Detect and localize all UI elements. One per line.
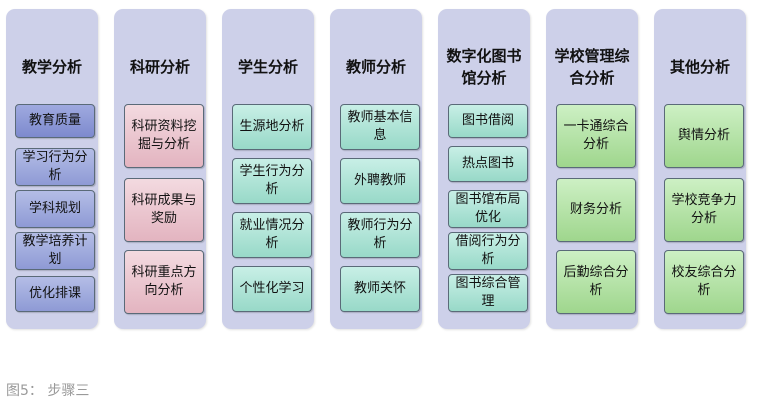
column-teaching: 教学分析 教育质量 学习行为分析 学科规划 教学培养计划 优化排课 — [6, 9, 98, 329]
item-box: 教师关怀 — [340, 266, 420, 312]
column-title: 学校管理综合分析 — [554, 47, 630, 87]
item-box: 科研资料挖掘与分析 — [124, 104, 204, 168]
item-box: 舆情分析 — [664, 104, 744, 168]
item-box: 就业情况分析 — [232, 212, 312, 258]
item-box: 后勤综合分析 — [556, 250, 636, 314]
item-box: 校友综合分析 — [664, 250, 744, 314]
item-box: 优化排课 — [15, 276, 95, 312]
item-box: 图书借阅 — [448, 104, 528, 138]
item-box: 个性化学习 — [232, 266, 312, 312]
column-title: 教学分析 — [21, 58, 82, 76]
item-box: 图书综合管理 — [448, 274, 528, 312]
column-student: 学生分析 生源地分析 学生行为分析 就业情况分析 个性化学习 — [222, 9, 314, 329]
item-box: 教师行为分析 — [340, 212, 420, 258]
column-management: 学校管理综合分析 一卡通综合分析 财务分析 后勤综合分析 — [546, 9, 638, 329]
column-other: 其他分析 舆情分析 学校竞争力分析 校友综合分析 — [654, 9, 746, 329]
item-box: 图书馆布局优化 — [448, 190, 528, 228]
item-box: 学生行为分析 — [232, 158, 312, 204]
column-title: 教师分析 — [345, 58, 406, 76]
item-box: 财务分析 — [556, 178, 636, 242]
item-box: 学校竞争力分析 — [664, 178, 744, 242]
item-box: 科研重点方向分析 — [124, 250, 204, 314]
item-box: 教学培养计划 — [15, 232, 95, 270]
column-title: 科研分析 — [129, 58, 190, 76]
column-title: 学生分析 — [237, 58, 298, 76]
item-box: 生源地分析 — [232, 104, 312, 150]
item-box: 学习行为分析 — [15, 148, 95, 186]
item-box: 热点图书 — [448, 146, 528, 182]
item-box: 教师基本信息 — [340, 104, 420, 150]
item-box: 一卡通综合分析 — [556, 104, 636, 168]
column-research: 科研分析 科研资料挖掘与分析 科研成果与奖励 科研重点方向分析 — [114, 9, 206, 329]
item-box: 教育质量 — [15, 104, 95, 138]
item-box: 外聘教师 — [340, 158, 420, 204]
figure-caption: 图5： 步骤三 — [6, 383, 90, 399]
item-box: 科研成果与奖励 — [124, 178, 204, 242]
column-title: 数字化图书馆分析 — [446, 47, 522, 87]
item-box: 学科规划 — [15, 190, 95, 228]
item-box: 借阅行为分析 — [448, 232, 528, 270]
column-title: 其他分析 — [669, 58, 730, 76]
column-library: 数字化图书馆分析 图书借阅 热点图书 图书馆布局优化 借阅行为分析 图书综合管理 — [438, 9, 530, 329]
column-teacher: 教师分析 教师基本信息 外聘教师 教师行为分析 教师关怀 — [330, 9, 422, 329]
